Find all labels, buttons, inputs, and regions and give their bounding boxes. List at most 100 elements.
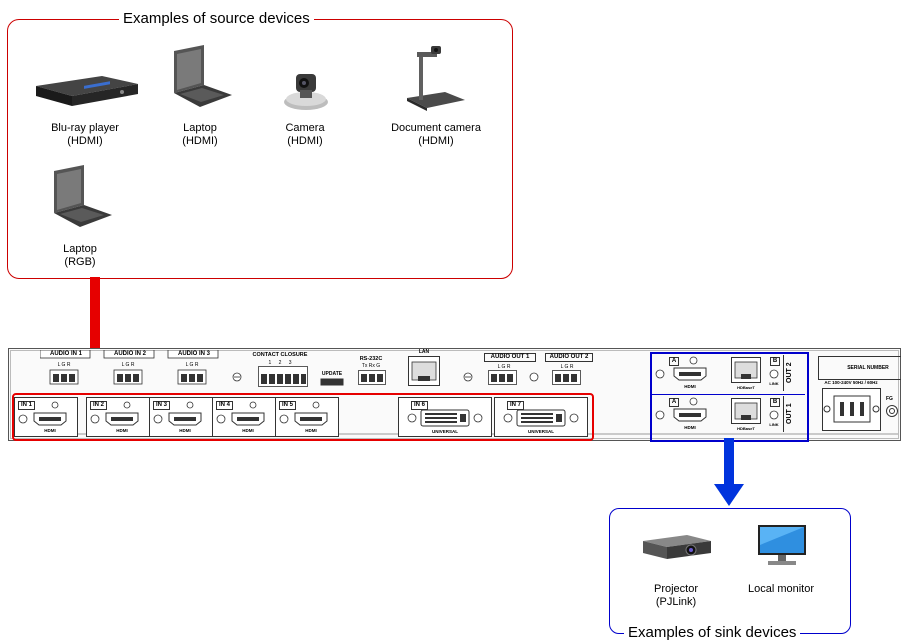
hdbaset-label: HDBaseT [737, 426, 755, 431]
contact-closure-label: CONTACT CLOSURE [252, 352, 308, 358]
universal-port-label: UNIVERSAL [527, 429, 554, 434]
screw-icon [249, 401, 257, 409]
led-icon [655, 369, 665, 379]
dvi-port [503, 409, 579, 427]
audio-out-connectors [488, 370, 581, 385]
led-icon [655, 410, 665, 420]
output-a-badge: A [669, 357, 679, 366]
hdmi-port-label: HDMI [242, 428, 254, 433]
fg-label: FG [886, 396, 893, 402]
device-label-laptop-rgb: Laptop(RGB) [63, 243, 97, 268]
update-label: UPDATE [321, 371, 343, 377]
led-icon [153, 414, 163, 424]
output-b-badge: B [770, 398, 780, 407]
screw-icon [186, 401, 194, 409]
hdmi-input-2: IN 2 HDMI [86, 397, 150, 437]
led-icon [90, 414, 100, 424]
laptop-icon [174, 45, 232, 107]
hdmi-port-label: HDMI [179, 428, 191, 433]
audio-in-connectors [40, 350, 219, 385]
rs232c-pins: Tx Rx G [361, 363, 381, 369]
power-inlet [822, 388, 881, 431]
led-icon [216, 414, 226, 424]
audio-out-2-pins: L G R [560, 364, 574, 370]
hdmi-port-label: HDMI [116, 428, 128, 433]
output-to-sink-arrow [714, 438, 744, 506]
contact-closure-pins: 1 2 3 [268, 360, 292, 366]
screw-icon [51, 401, 59, 409]
camera-icon [284, 74, 328, 110]
lan-label: LAN [418, 349, 430, 355]
dvi-port [407, 409, 483, 427]
output-a-badge: A [669, 398, 679, 407]
output-label: OUT 2 [783, 355, 798, 391]
output-label: OUT 1 [783, 396, 798, 432]
hdmi-port [673, 367, 707, 381]
hdmi-port-label: HDMI [684, 425, 696, 430]
lan-port [408, 356, 440, 386]
device-label-monitor: Local monitor [747, 583, 815, 595]
hdbaset-label: HDBaseT [737, 385, 755, 390]
output-separator [652, 394, 805, 395]
screw-icon [689, 397, 698, 406]
device-label-projector: Projector(PJLink) [653, 583, 699, 608]
universal-input-7: IN 7 UNIVERSAL [494, 397, 588, 437]
link-label: LINK [769, 422, 779, 427]
device-label-laptop-hdmi: Laptop(HDMI) [182, 122, 218, 147]
universal-port-label: UNIVERSAL [431, 429, 458, 434]
hdmi-port [168, 412, 202, 426]
universal-input-label: IN 6 [411, 401, 429, 410]
source-group-title: Examples of source devices [119, 10, 314, 27]
hdmi-port [105, 412, 139, 426]
output-b-badge: B [770, 357, 780, 366]
fg-terminal [886, 405, 898, 417]
update-port [320, 378, 344, 386]
audio-in-3-label: AUDIO IN 3 [177, 351, 210, 357]
rs232c-label: RS-232C [359, 356, 383, 362]
hdmi-port-label: HDMI [305, 428, 317, 433]
bluray-player-icon [36, 76, 138, 106]
hdmi-input-3: IN 3 HDMI [149, 397, 213, 437]
contact-closure-connector [258, 366, 308, 387]
output-out-2: A HDMI HDBaseT B LINK OUT 2 [653, 355, 803, 393]
monitor-icon [758, 525, 806, 565]
universal-input-label: IN 7 [507, 401, 525, 410]
device-label-document-camera: Document camera(HDMI) [391, 122, 481, 147]
hdmi-port [673, 408, 707, 422]
inputs-highlight [12, 393, 594, 441]
power-rating: AC 100-240V 50Hz / 60Hz [824, 380, 878, 385]
panel-screw [463, 372, 473, 382]
hdmi-input-label: IN 1 [18, 401, 36, 410]
rs232c-connector [358, 370, 386, 385]
link-led-icon [769, 410, 779, 420]
hdmi-port-label: HDMI [684, 384, 696, 389]
hdmi-port [231, 412, 265, 426]
serial-number-label: SERIAL NUMBER [847, 365, 889, 371]
device-label-bluray: Blu-ray player(HDMI) [51, 122, 119, 147]
led-icon [18, 414, 28, 424]
screw-icon [689, 356, 698, 365]
audio-in-3-pins: L G R [185, 362, 199, 368]
led-icon [279, 414, 289, 424]
audio-out-1-pins: L G R [497, 364, 511, 370]
hdmi-port [294, 412, 328, 426]
sink-group-title: Examples of sink devices [624, 624, 801, 641]
screw-icon [312, 401, 320, 409]
link-label: LINK [769, 381, 779, 386]
audio-in-1-label: AUDIO IN 1 [49, 351, 82, 357]
device-label-camera: Camera(HDMI) [285, 122, 325, 147]
link-led-icon [769, 369, 779, 379]
sink-devices-group [609, 508, 851, 634]
audio-in-2-pins: L G R [121, 362, 135, 368]
screw-icon [123, 401, 131, 409]
serial-number-box [818, 356, 901, 380]
hdmi-port [33, 412, 67, 426]
hdmi-input-label: IN 3 [153, 401, 171, 410]
audio-in-1-pins: L G R [57, 362, 71, 368]
hdbaset-port [731, 357, 761, 383]
document-camera-icon [407, 46, 465, 111]
audio-in-2-label: AUDIO IN 2 [113, 351, 146, 357]
hdmi-input-label: IN 2 [90, 401, 108, 410]
